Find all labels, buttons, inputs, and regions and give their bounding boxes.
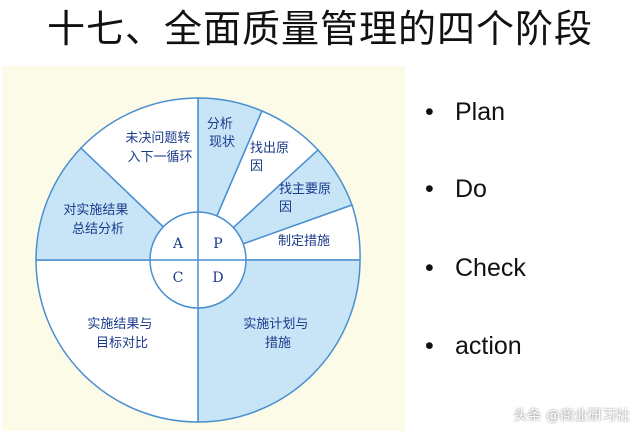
segment-find-cause-label: 找出原 因 <box>250 141 293 174</box>
segment-summarize <box>35 146 200 261</box>
segment-unsolved <box>79 97 199 262</box>
quadrant-p-label: P <box>213 236 222 252</box>
segment-implement-label: 实施计划与 措施 <box>243 317 312 351</box>
bullet-text: action <box>455 332 522 360</box>
bullet-marker: • <box>425 98 434 126</box>
segment-implement <box>197 259 361 423</box>
segment-analyze-label: 分析 现状 <box>207 117 237 150</box>
segment-find-main-cause-label: 找主要原 因 <box>279 182 335 215</box>
quadrant-a-label: A <box>172 236 184 252</box>
bullet-marker: • <box>425 332 434 360</box>
quadrant-c-label: C <box>173 270 184 286</box>
segment-summarize-label: 对实施结果 总结分析 <box>63 203 132 237</box>
quadrant-d-label: D <box>212 270 223 286</box>
bullet-text: Check <box>455 254 526 282</box>
bullet-item-check: • Check <box>425 246 625 290</box>
page-title: 十七、全面质量管理的四个阶段 <box>46 7 593 51</box>
segment-make-measures-label: 制定措施 <box>278 234 330 249</box>
watermark: 头条 @商业研习社 <box>513 408 630 424</box>
pdca-diagram-panel: A P C D 分析 现状 找出原 因 找主要原 因 制定措施 实施计划与 措施… <box>2 66 405 431</box>
segment-compare-label: 实施结果与 目标对比 <box>87 317 156 351</box>
segment-unsolved-label: 未决问题转 入下一循环 <box>125 131 194 165</box>
bullet-marker: • <box>425 175 434 203</box>
bullet-text: Plan <box>455 98 506 126</box>
segment-compare <box>35 259 199 423</box>
bullet-item-plan: • Plan <box>425 90 625 134</box>
bullet-text: Do <box>455 175 487 203</box>
bullet-item-do: • Do <box>425 167 625 211</box>
pdca-wheel: A P C D 分析 现状 找出原 因 找主要原 因 制定措施 实施计划与 措施… <box>35 97 361 423</box>
bullet-item-action: • action <box>425 324 625 368</box>
bullet-marker: • <box>425 254 434 282</box>
